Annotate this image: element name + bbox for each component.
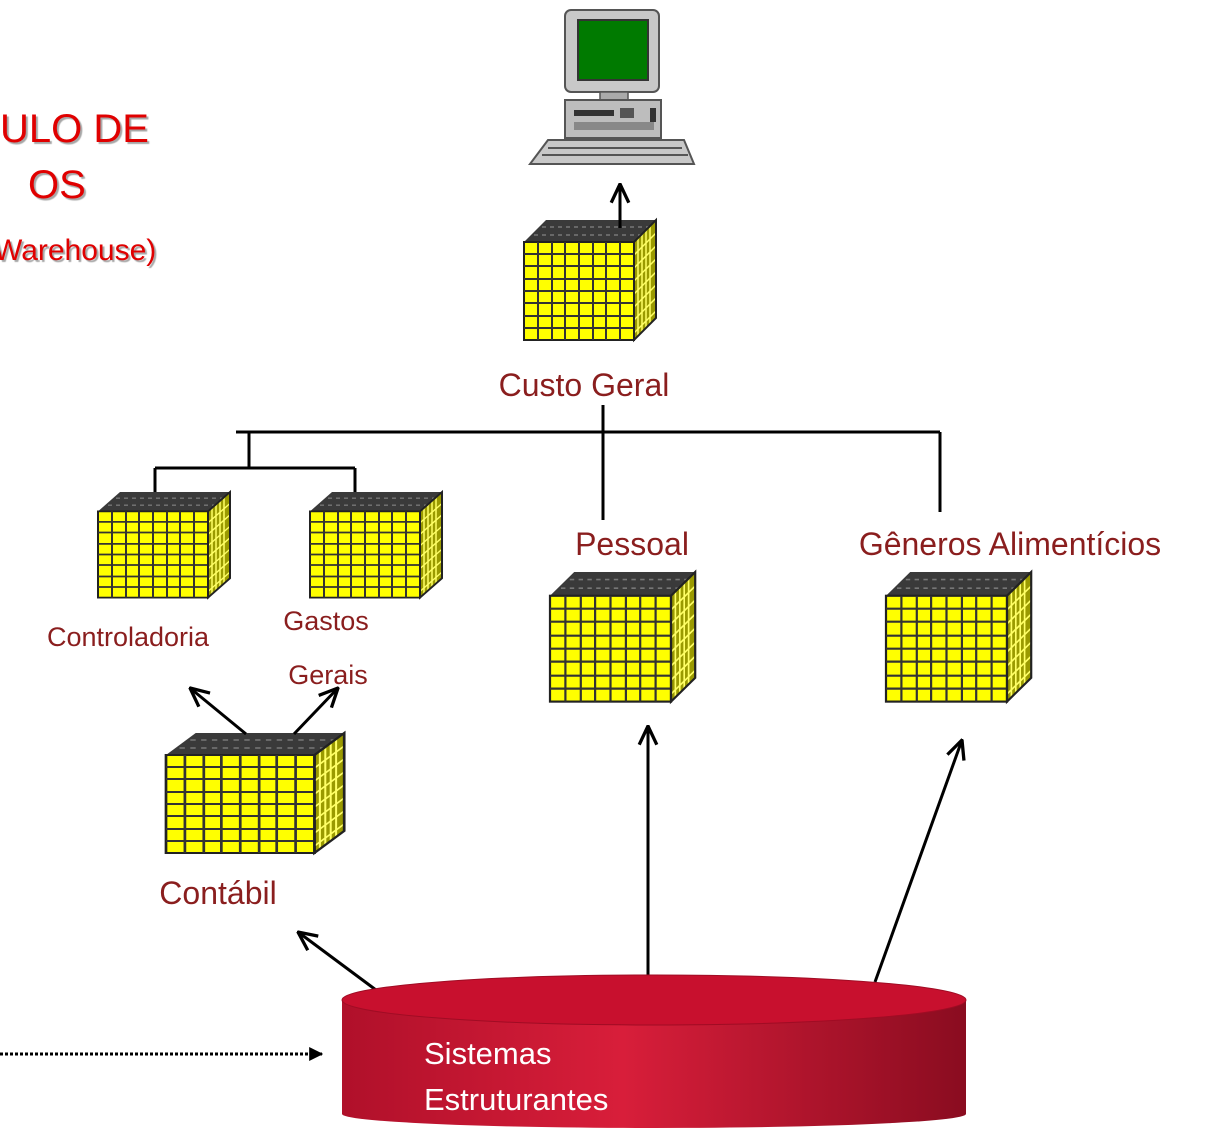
custo-geral-label: Custo Geral bbox=[499, 367, 670, 403]
hierarchy-lines bbox=[153, 405, 942, 520]
pessoal-label: Pessoal bbox=[575, 526, 689, 562]
title-line-3: Warehouse) bbox=[0, 234, 156, 267]
arrow-to-controladoria bbox=[190, 688, 247, 736]
title-line-2: OS bbox=[28, 163, 86, 207]
controladoria-cube bbox=[97, 491, 231, 599]
arrow-to-gastos-gerais bbox=[292, 688, 338, 736]
title-line-1: ULO DE bbox=[0, 107, 149, 151]
contabil-cube bbox=[164, 731, 346, 855]
computer-icon bbox=[528, 9, 696, 165]
estruturantes-label: Estruturantes bbox=[424, 1082, 608, 1117]
generos-alimenticios-label: Gêneros Alimentícios bbox=[859, 526, 1161, 562]
arrow-to-contabil bbox=[298, 932, 377, 992]
contabil-label: Contábil bbox=[159, 875, 276, 911]
sistemas-label: Sistemas bbox=[424, 1036, 551, 1071]
sistemas-estruturantes-database bbox=[341, 974, 967, 1128]
gastos-label: Gastos bbox=[283, 606, 369, 636]
generos-cube bbox=[884, 570, 1033, 703]
custo-geral-cube bbox=[523, 219, 657, 341]
controladoria-label: Controladoria bbox=[47, 622, 210, 652]
arrow-to-generos bbox=[873, 740, 962, 983]
gastos-gerais-cube bbox=[309, 491, 443, 599]
pessoal-cube bbox=[548, 570, 697, 703]
gerais-label: Gerais bbox=[288, 660, 368, 690]
